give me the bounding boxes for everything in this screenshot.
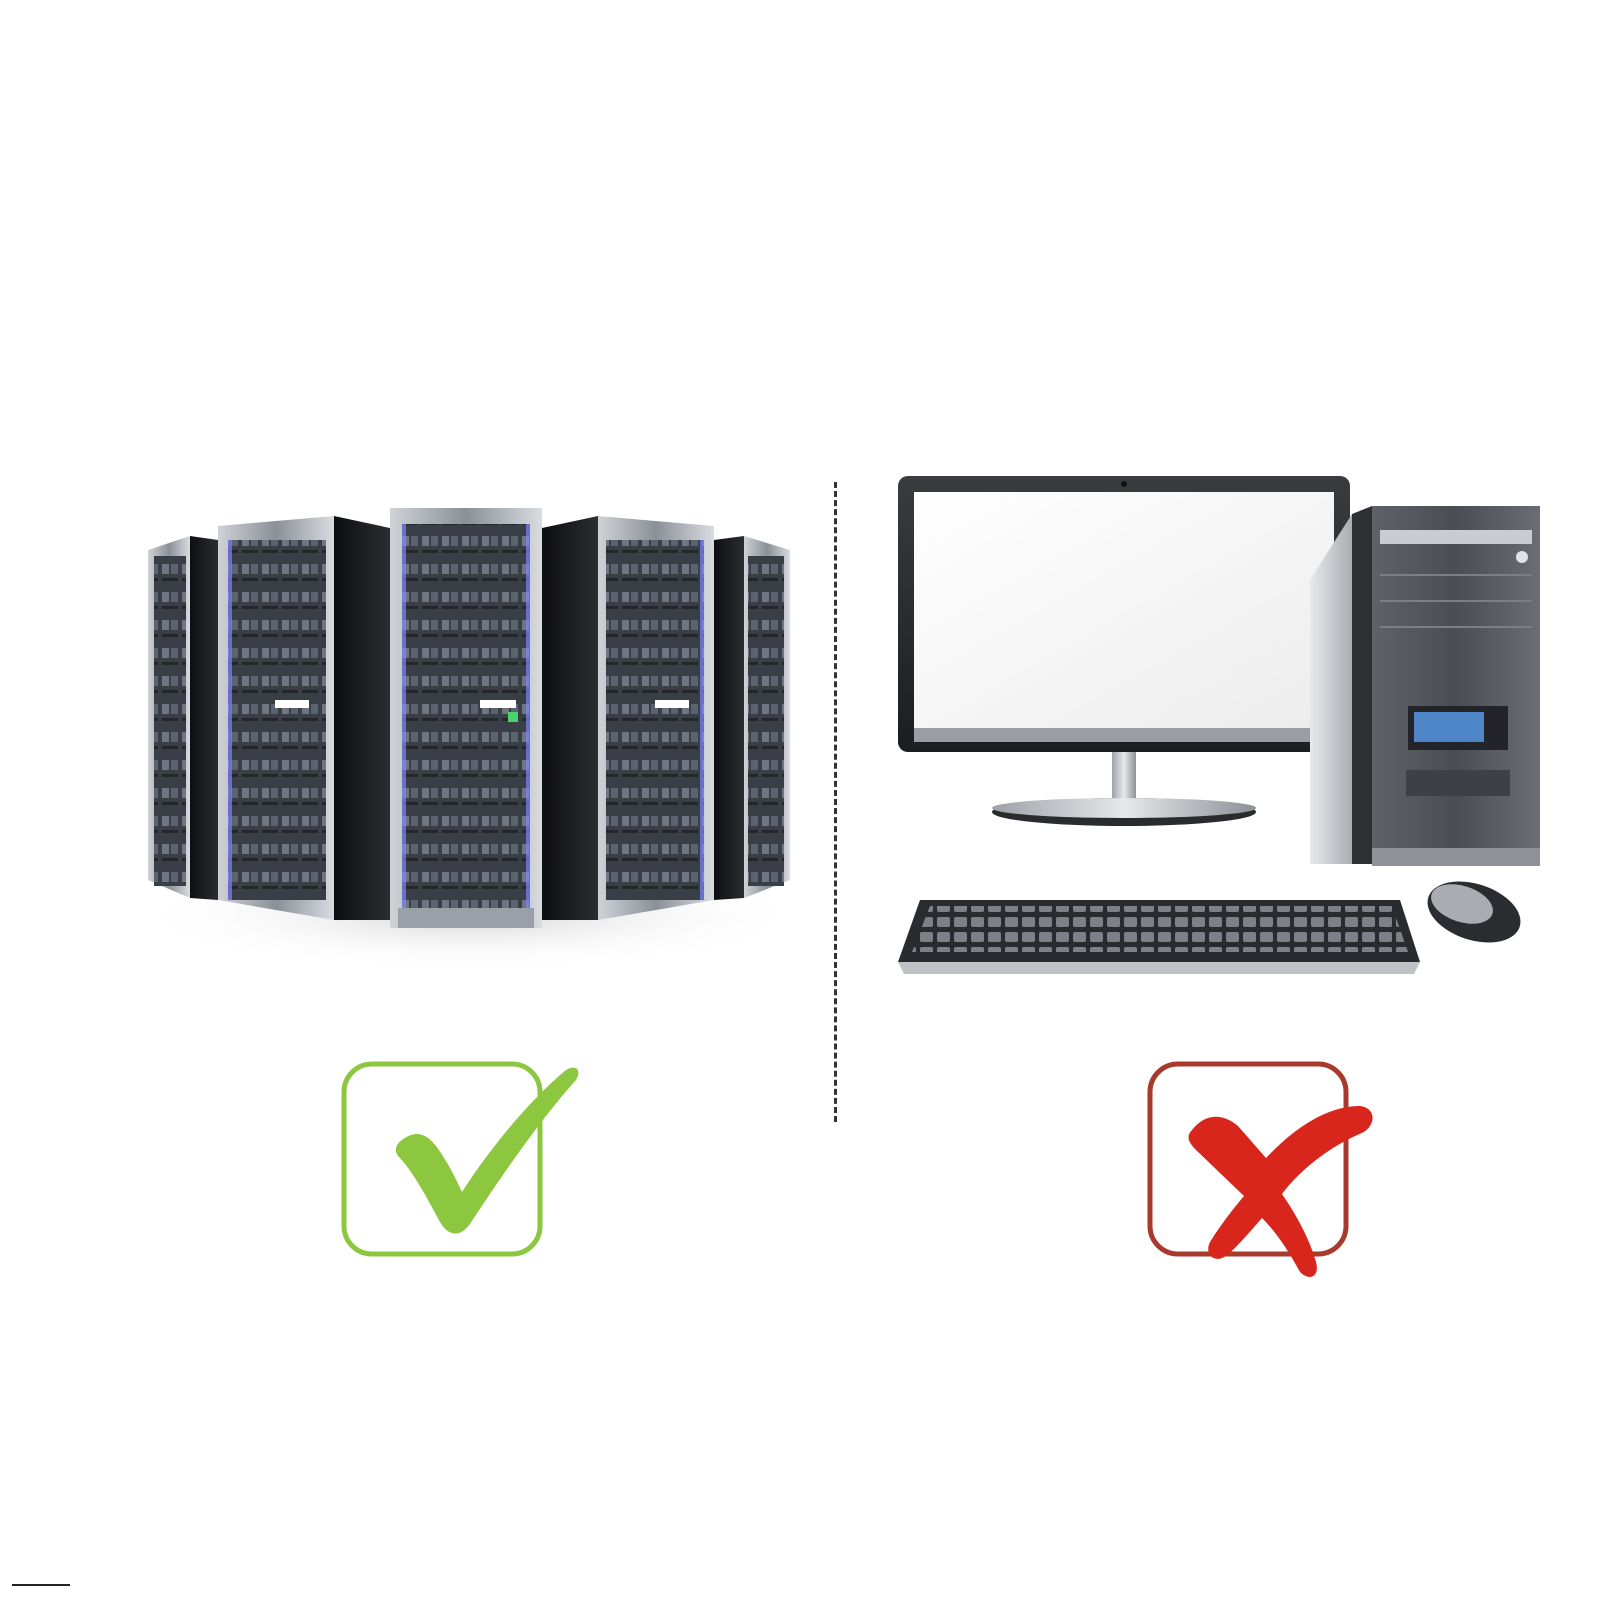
server-rack-1 bbox=[148, 536, 218, 900]
server-rack-3 bbox=[390, 508, 542, 928]
check-icon bbox=[395, 1067, 579, 1234]
server-rack-2 bbox=[218, 516, 390, 920]
monitor-screen bbox=[914, 492, 1334, 728]
pc-tower bbox=[1310, 506, 1540, 866]
mouse bbox=[1427, 881, 1521, 943]
server-rack-5 bbox=[714, 536, 790, 900]
corner-mark bbox=[12, 1584, 70, 1586]
dashed-divider bbox=[834, 482, 837, 1122]
server-rack-4 bbox=[542, 516, 714, 920]
keyboard bbox=[898, 900, 1420, 974]
monitor bbox=[898, 476, 1350, 826]
cross-icon bbox=[1188, 1106, 1373, 1277]
